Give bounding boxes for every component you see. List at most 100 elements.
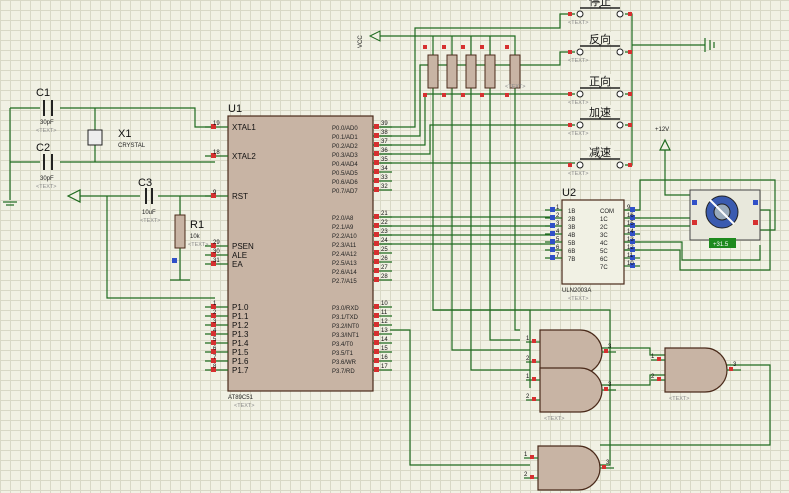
capacitor-c1[interactable]: C1 30pF <TEXT> — [36, 87, 56, 134]
gate-pin: 2 — [526, 356, 530, 362]
u1-pin-name: P0.6/AD6 — [332, 180, 358, 186]
u1-pin-dot — [211, 261, 216, 266]
u1-pin-dot — [374, 232, 379, 237]
u1-pin-dot — [374, 367, 379, 372]
u1-pin-name: P2.3/A11 — [332, 243, 357, 249]
u1-pin-name: P0.2/AD2 — [332, 144, 358, 150]
u2-pin-name: 2C — [600, 225, 608, 231]
u1-pin-dot — [374, 277, 379, 282]
capacitor-c2[interactable]: C2 30pF <TEXT> — [36, 142, 56, 190]
u1-pin-name: P0.1/AD1 — [332, 135, 358, 141]
u1-pin-number: 13 — [381, 328, 388, 334]
u2-pin-name: 4B — [568, 233, 575, 239]
u1-pin-name: P3.6/WR — [332, 360, 357, 366]
x1-ref: X1 — [118, 128, 131, 140]
u1-pin-number: 26 — [381, 256, 388, 262]
rpack-text: <TEXT> — [505, 84, 525, 90]
u1-pin-number: 28 — [381, 274, 388, 280]
u1-pin-name: P2.2/A10 — [332, 234, 357, 240]
u1-pin-number: 5 — [213, 337, 217, 343]
u1-right-pins: 39P0.0/AD038P0.1/AD137P0.2/AD236P0.3/AD3… — [332, 121, 392, 375]
u1-pin-dot — [211, 243, 216, 248]
svg-text:16: 16 — [627, 213, 634, 219]
u1-pin-dot — [374, 223, 379, 228]
u1-pin-name: P1.1 — [232, 312, 249, 321]
u1-pin-number: 17 — [381, 364, 388, 370]
button-label: 正向 — [589, 74, 611, 88]
u1-pin-number: 1 — [213, 301, 217, 307]
u1-pin-number: 30 — [213, 249, 220, 255]
resistor-r1[interactable]: R1 10k <TEXT> — [172, 214, 208, 263]
svg-text:10: 10 — [627, 261, 634, 267]
u1-pin-number: 24 — [381, 238, 388, 244]
svg-text:6: 6 — [556, 245, 560, 251]
u1-pin-name: P3.0/RXD — [332, 306, 359, 312]
c1-value: 30pF — [40, 120, 54, 126]
svg-text:3: 3 — [556, 221, 560, 227]
ground-symbol-left — [3, 201, 17, 206]
u1-pin-number: 3 — [213, 319, 217, 325]
u1-pin-name: P3.1/TXD — [332, 315, 359, 321]
svg-text:11: 11 — [627, 253, 634, 259]
driver-u2[interactable]: U2 ULN2003A <TEXT> 11B22B33B44B55B66B77B… — [545, 187, 640, 302]
and-gate-g3[interactable]: 123<TEXT> — [651, 347, 741, 402]
motor-badge: +31.5 — [713, 242, 729, 248]
gate-pin: 3 — [608, 344, 612, 350]
u1-pin-number: 15 — [381, 346, 388, 352]
u1-pin-name: P0.4/AD4 — [332, 162, 358, 168]
button-text: <TEXT> — [568, 171, 588, 177]
button-5[interactable]: 减速<TEXT> — [568, 145, 632, 177]
u1-pin-dot — [374, 331, 379, 336]
u1-pin-number: 32 — [381, 184, 388, 190]
x1-type: CRYSTAL — [118, 143, 146, 149]
u2-part: ULN2003A — [562, 288, 591, 294]
u1-pin-dot — [211, 367, 216, 372]
u1-pin-number: 39 — [381, 121, 388, 127]
u1-pin-number: 4 — [213, 328, 217, 334]
u1-pin-name: P2.5/A13 — [332, 261, 357, 267]
u1-pin-name: P3.4/T0 — [332, 342, 354, 348]
r1-value: 10k — [190, 234, 201, 240]
u1-pin-number: 8 — [213, 364, 217, 370]
u1-pin-dot — [211, 304, 216, 309]
capacitor-c3[interactable]: C3 10uF <TEXT> — [138, 177, 160, 224]
button-1[interactable]: 停止<TEXT> — [568, 0, 632, 26]
u1-pin-number: 37 — [381, 139, 388, 145]
c2-value: 30pF — [40, 176, 54, 182]
gate-pin: 3 — [606, 460, 610, 466]
c3-ref: C3 — [138, 177, 152, 189]
u2-text: <TEXT> — [568, 296, 588, 302]
u2-ref: U2 — [562, 187, 576, 199]
pullup-resistors[interactable]: <TEXT> — [423, 45, 525, 97]
and-gate-g4[interactable]: 123<TEXT> — [524, 445, 614, 493]
crystal-x1[interactable]: X1 CRYSTAL — [87, 128, 146, 149]
button-3[interactable]: 正向<TEXT> — [568, 74, 632, 106]
svg-text:4: 4 — [556, 229, 560, 235]
v12-label: +12V — [655, 127, 669, 133]
u1-pin-name: EA — [232, 260, 243, 269]
stepper-motor[interactable]: +31.5 — [689, 189, 761, 248]
button-2[interactable]: 反向<TEXT> — [568, 32, 632, 64]
u2-pin-name: 6C — [600, 257, 608, 263]
and-gate-g2[interactable]: 123<TEXT> — [526, 367, 616, 422]
u1-pin-dot — [374, 187, 379, 192]
u1-pin-dot — [374, 313, 379, 318]
u1-pin-dot — [374, 241, 379, 246]
u1-pin-name: P1.6 — [232, 357, 249, 366]
u1-pin-number: 18 — [213, 150, 220, 156]
u2-pin-name: 3B — [568, 225, 575, 231]
u1-pin-dot — [374, 124, 379, 129]
c3-value: 10uF — [142, 210, 156, 216]
u1-pin-dot — [374, 349, 379, 354]
button-4[interactable]: 加速<TEXT> — [568, 105, 632, 137]
u1-pin-number: 12 — [381, 319, 388, 325]
u1-pin-dot — [374, 358, 379, 363]
gate-pin: 1 — [526, 336, 530, 342]
u1-pin-dot — [374, 340, 379, 345]
u1-pin-number: 27 — [381, 265, 388, 271]
c1-ref: C1 — [36, 87, 50, 99]
u1-pin-dot — [374, 160, 379, 165]
u1-pin-dot — [374, 178, 379, 183]
